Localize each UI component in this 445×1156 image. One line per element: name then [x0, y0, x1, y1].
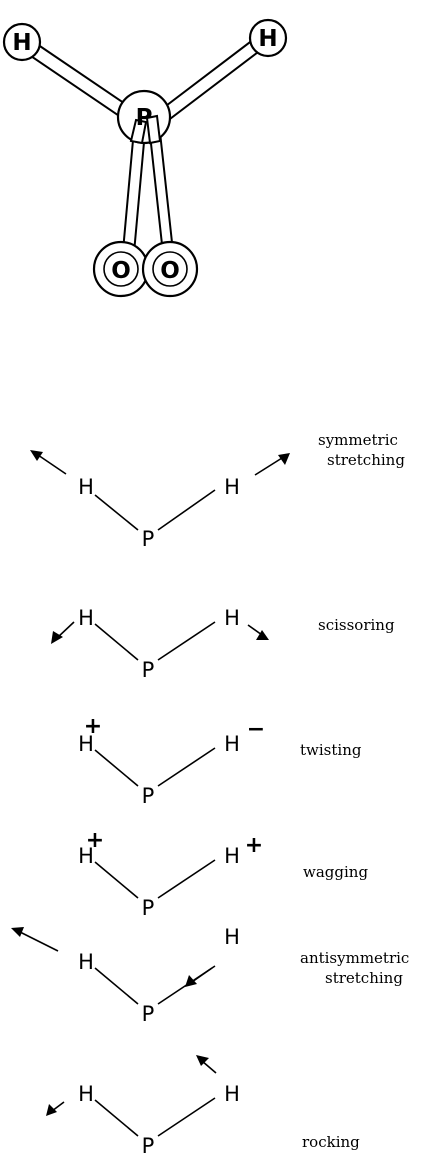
arrow-head: [46, 1104, 57, 1116]
phase-sign-minus: −: [247, 717, 265, 742]
atom-p: P: [142, 784, 155, 808]
atom-h: H: [224, 475, 240, 499]
atom-p-label: P: [136, 105, 153, 131]
atom-p: P: [142, 527, 155, 551]
arrow-head: [256, 630, 269, 640]
atom-h: H: [224, 844, 240, 868]
atom-o-right-label: O: [160, 258, 180, 284]
displacement-arrow: [191, 967, 213, 983]
atom-h: H: [224, 606, 240, 630]
atom-h: H: [224, 925, 240, 949]
displacement-arrow: [247, 624, 263, 636]
mode-label-line1: symmetric: [318, 431, 398, 449]
mode-twisting: H H P + − twisting: [78, 714, 362, 808]
atom-h: H: [78, 844, 94, 868]
arrow-head: [278, 453, 290, 465]
atom-h: H: [78, 1082, 94, 1106]
atom-p: P: [116, 89, 172, 145]
atom-h: H: [78, 950, 94, 974]
arrow-head: [51, 631, 63, 644]
mode-rocking: H H P rocking: [46, 1055, 360, 1156]
molecule-model: H H P O O: [2, 18, 288, 298]
displacement-arrow: [201, 1060, 217, 1074]
phase-sign-plus: +: [86, 828, 104, 853]
atom-h: H: [224, 732, 240, 756]
atom-p: P: [142, 1134, 155, 1156]
atom-h: H: [78, 732, 94, 756]
atom-p: P: [142, 896, 155, 920]
atom-o-right: O: [141, 240, 199, 298]
atom-o-left-label: O: [111, 258, 131, 284]
displacement-arrow: [254, 457, 283, 476]
mode-label-line1: rocking: [302, 1133, 360, 1151]
atom-h-left-label: H: [12, 30, 31, 56]
atom-h-left: H: [2, 22, 42, 62]
mode-scissoring: H H P scissoring: [51, 606, 395, 682]
atom-h: H: [78, 606, 94, 630]
phase-sign-plus: +: [245, 833, 263, 858]
arrow-head: [196, 1055, 209, 1066]
atom-h-right: H: [248, 18, 288, 58]
mode-label-line1: scissoring: [318, 616, 395, 634]
atom-o-left: O: [92, 240, 150, 298]
atom-h: H: [224, 1082, 240, 1106]
mode-label-line1: twisting: [300, 741, 362, 759]
mode-label-line2: stretching: [327, 451, 405, 469]
mode-symmetric-stretching: H H P symmetric stretching: [30, 431, 405, 551]
mode-label-line1: antisymmetric: [300, 949, 409, 967]
atom-p: P: [142, 658, 155, 682]
mode-antisymmetric-stretching: H H P antisymmetric stretching: [11, 925, 409, 1026]
displacement-arrow: [37, 454, 67, 475]
phase-sign-plus: +: [84, 714, 102, 739]
arrow-head: [185, 975, 197, 987]
mode-label-line1: wagging: [303, 863, 368, 881]
atom-p: P: [142, 1002, 155, 1026]
atom-h: H: [78, 475, 94, 499]
mode-wagging: H H P + + wagging: [78, 828, 368, 920]
mode-label-line2: stretching: [325, 969, 403, 987]
arrow-head: [30, 450, 43, 461]
atom-h-right-label: H: [258, 26, 277, 52]
displacement-arrow: [19, 931, 59, 952]
arrow-head: [11, 927, 24, 937]
